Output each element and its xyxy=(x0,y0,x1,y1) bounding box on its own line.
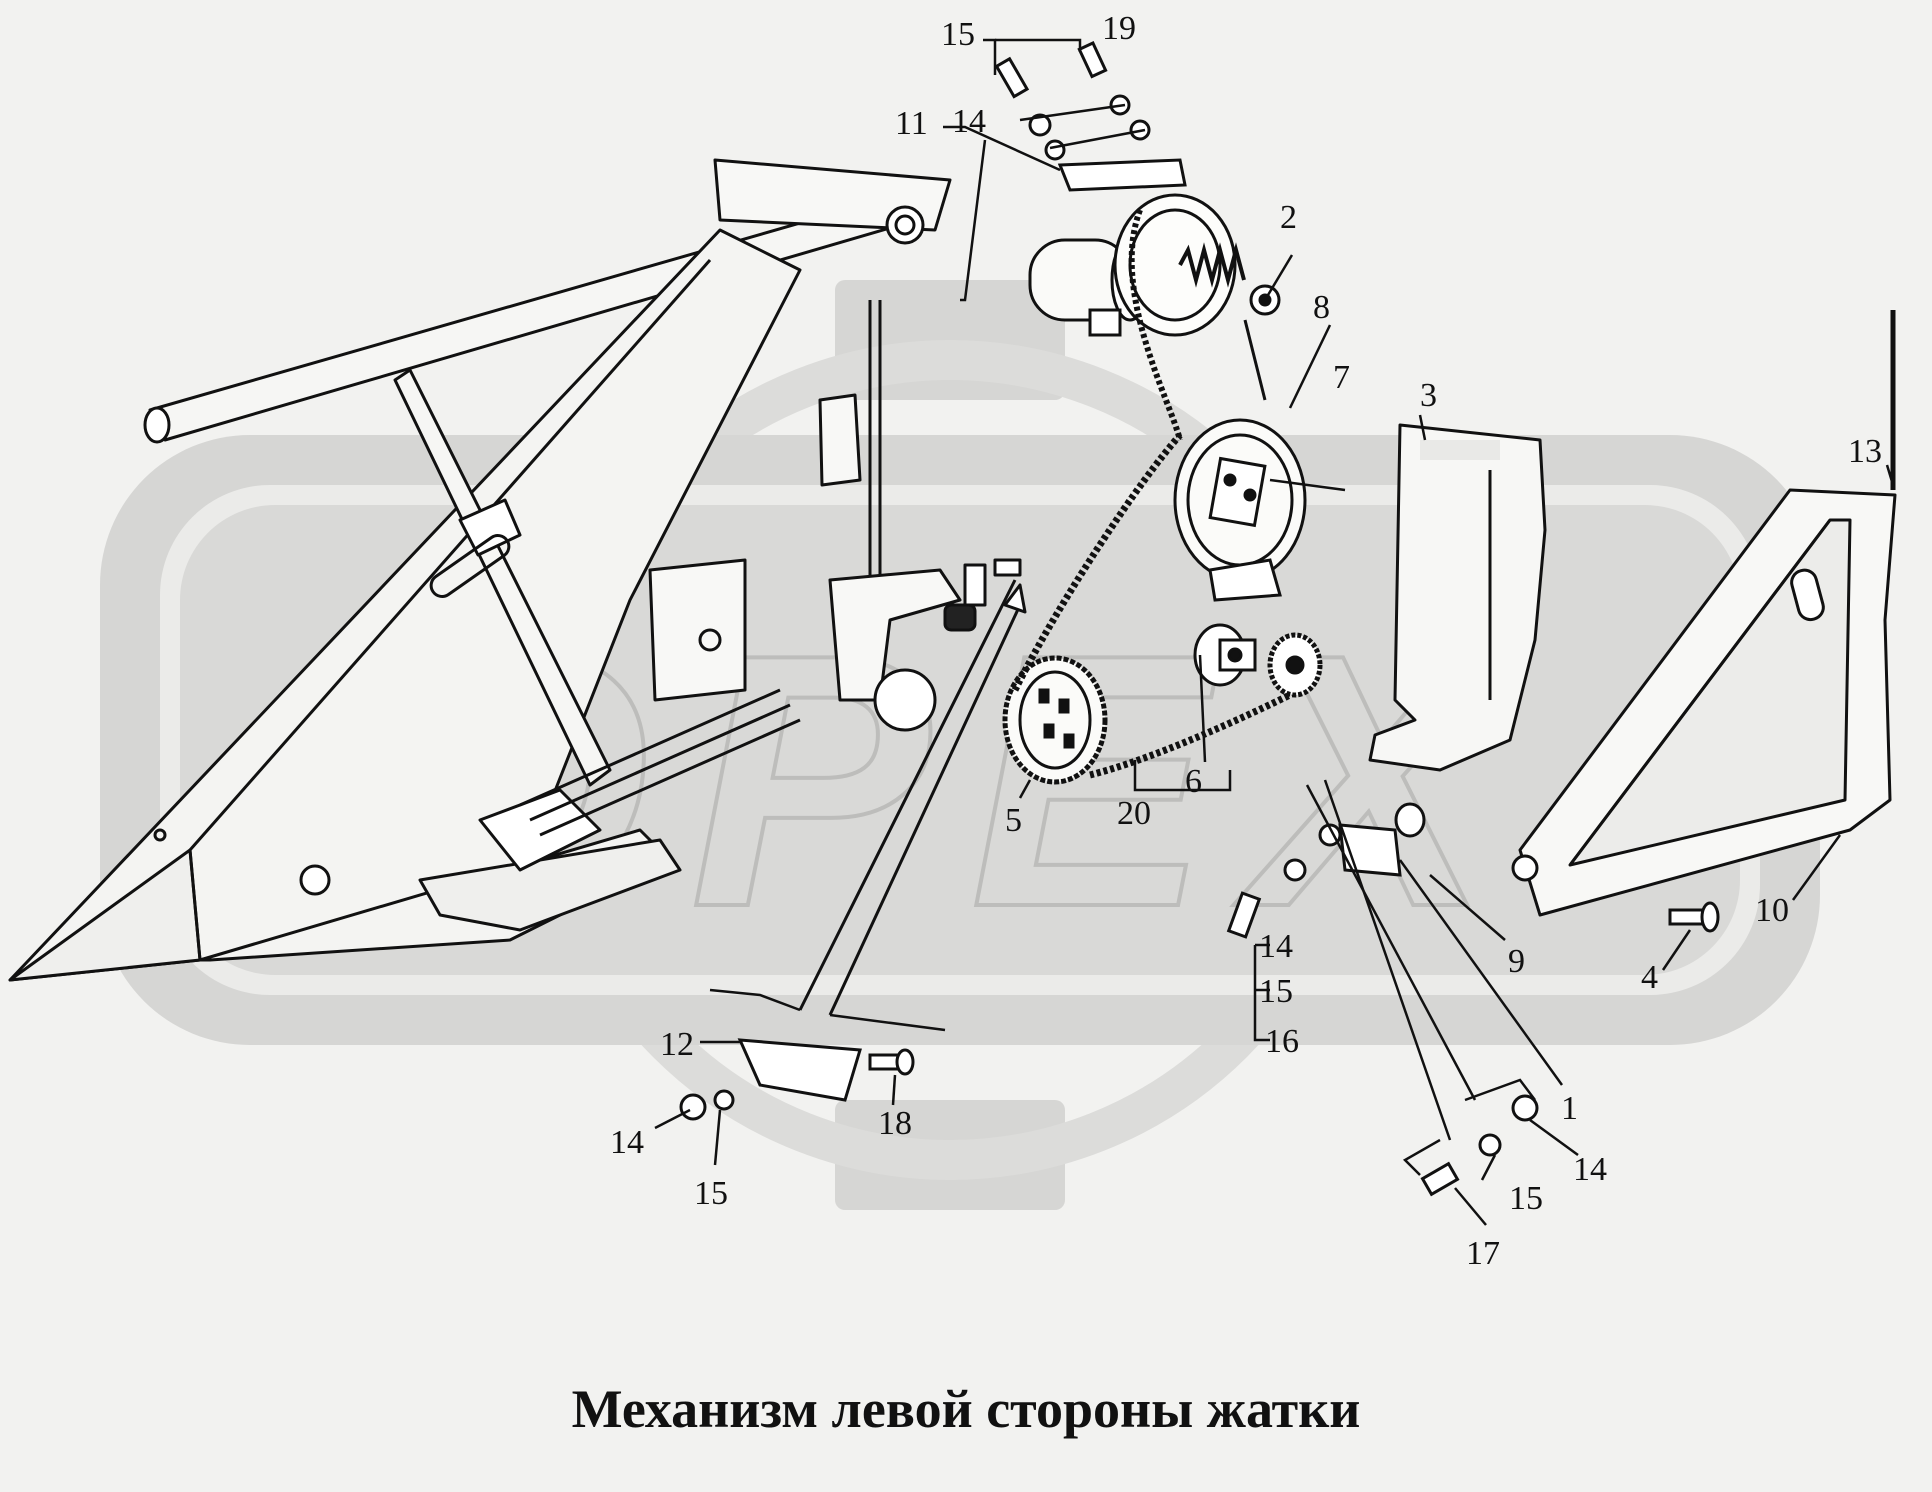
callout-3: 3 xyxy=(1420,377,1437,414)
callout-10: 10 xyxy=(1755,892,1789,929)
callout-1: 1 xyxy=(1561,1090,1578,1127)
callout-19: 19 xyxy=(1102,10,1136,47)
callout-12: 12 xyxy=(660,1026,694,1063)
callout-5: 5 xyxy=(1005,802,1022,839)
callout-13: 13 xyxy=(1848,433,1882,470)
diagram-caption: Механизм левой стороны жатки xyxy=(571,1379,1361,1439)
leader-lines xyxy=(654,38,1895,1226)
callout-15-left: 15 xyxy=(694,1175,728,1212)
chain-20 xyxy=(1011,432,1302,779)
callout-14-mid: 14 xyxy=(1259,928,1293,965)
callout-4: 4 xyxy=(1641,959,1658,996)
callout-15-top: 15 xyxy=(941,16,975,53)
callout-9: 9 xyxy=(1508,943,1525,980)
callout-20: 20 xyxy=(1117,795,1151,832)
bolt-icon xyxy=(679,41,1720,1197)
callout-7: 7 xyxy=(1333,359,1350,396)
callout-labels: 15 19 14 11 2 8 7 3 13 10 4 9 1 14 15 16… xyxy=(610,10,1882,1272)
callout-6: 6 xyxy=(1185,763,1202,800)
callout-18: 18 xyxy=(878,1105,912,1142)
callout-15-right: 15 xyxy=(1509,1180,1543,1217)
callout-8: 8 xyxy=(1313,289,1330,326)
guard-3 xyxy=(1368,423,1547,772)
callout-15-mid: 15 xyxy=(1259,973,1293,1010)
callout-16: 16 xyxy=(1265,1023,1299,1060)
callout-14-left: 14 xyxy=(610,1124,644,1161)
header-frame xyxy=(8,158,1027,1016)
tensioner-6 xyxy=(1193,623,1323,698)
side-panel-10 xyxy=(1511,310,1897,917)
callout-2: 2 xyxy=(1280,199,1297,236)
sprocket-7 xyxy=(1128,208,1307,602)
spring-icon xyxy=(1178,242,1246,288)
callout-11: 11 xyxy=(895,105,928,142)
callout-14-right: 14 xyxy=(1573,1151,1607,1188)
sprocket-5 xyxy=(1002,655,1108,785)
callout-17: 17 xyxy=(1466,1235,1500,1272)
callout-14-top: 14 xyxy=(952,103,986,140)
drive-shaft-assembly xyxy=(1028,193,1281,401)
